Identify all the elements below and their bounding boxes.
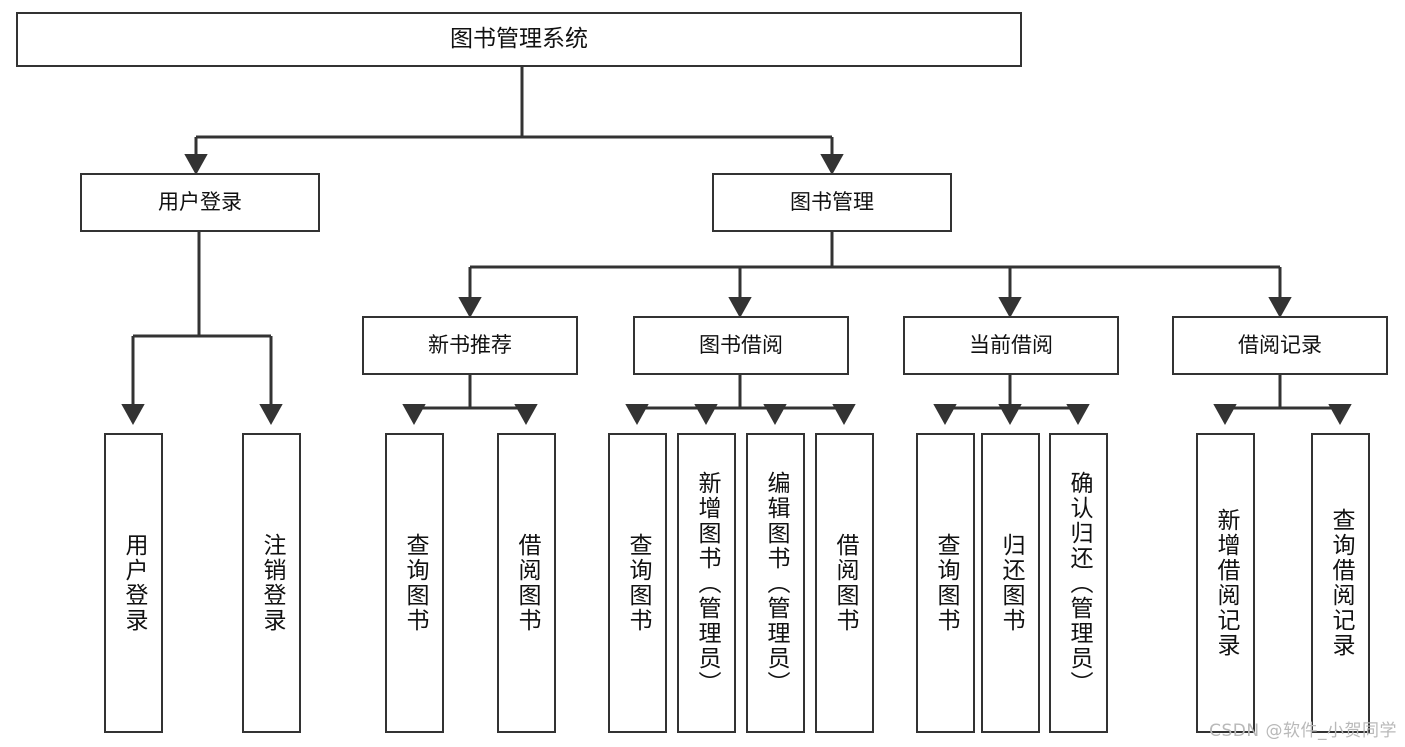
node-leaf-newbook-borrow-book[interactable]: 借阅图书	[497, 433, 556, 733]
node-leaf-newbook-query-book[interactable]: 查询图书	[385, 433, 444, 733]
node-label: 编辑图书（管理员）	[763, 470, 789, 696]
node-label: 借阅图书	[832, 533, 858, 633]
node-label: 新增图书（管理员）	[694, 470, 720, 696]
node-label: 归还图书	[998, 533, 1024, 633]
node-leaf-currentborrow-query-book[interactable]: 查询图书	[916, 433, 975, 733]
node-leaf-borrowrecord-add-record[interactable]: 新增借阅记录	[1196, 433, 1255, 733]
node-leaf-currentborrow-return-book[interactable]: 归还图书	[981, 433, 1040, 733]
node-label: 借阅记录	[1238, 333, 1322, 358]
node-borrow-record[interactable]: 借阅记录	[1172, 316, 1388, 375]
node-leaf-bookborrow-query-book[interactable]: 查询图书	[608, 433, 667, 733]
node-leaf-user-login-logout[interactable]: 注销登录	[242, 433, 301, 733]
node-label: 确认归还（管理员）	[1066, 470, 1092, 696]
node-label: 用户登录	[121, 533, 147, 633]
node-root-system[interactable]: 图书管理系统	[16, 12, 1022, 67]
node-new-book-recommend[interactable]: 新书推荐	[362, 316, 578, 375]
csdn-watermark: CSDN @软件_小贺同学	[1209, 721, 1397, 741]
node-leaf-bookborrow-edit-book-admin[interactable]: 编辑图书（管理员）	[746, 433, 805, 733]
node-label: 注销登录	[259, 533, 285, 633]
node-label: 查询借阅记录	[1328, 508, 1354, 658]
node-label: 图书管理	[790, 190, 874, 215]
node-current-borrow[interactable]: 当前借阅	[903, 316, 1119, 375]
node-label: 查询图书	[625, 533, 651, 633]
node-label: 图书管理系统	[450, 25, 588, 52]
node-label: 新书推荐	[428, 333, 512, 358]
node-leaf-borrowrecord-query-record[interactable]: 查询借阅记录	[1311, 433, 1370, 733]
node-leaf-currentborrow-confirm-return-admin[interactable]: 确认归还（管理员）	[1049, 433, 1108, 733]
node-leaf-user-login-login[interactable]: 用户登录	[104, 433, 163, 733]
node-leaf-bookborrow-add-book-admin[interactable]: 新增图书（管理员）	[677, 433, 736, 733]
node-label: 用户登录	[158, 190, 242, 215]
node-user-login[interactable]: 用户登录	[80, 173, 320, 232]
node-label: 图书借阅	[699, 333, 783, 358]
node-label: 借阅图书	[514, 533, 540, 633]
node-label: 查询图书	[402, 533, 428, 633]
node-label: 当前借阅	[969, 333, 1053, 358]
node-label: 新增借阅记录	[1213, 508, 1239, 658]
node-leaf-bookborrow-borrow-book[interactable]: 借阅图书	[815, 433, 874, 733]
node-label: 查询图书	[933, 533, 959, 633]
node-book-management[interactable]: 图书管理	[712, 173, 952, 232]
node-book-borrow[interactable]: 图书借阅	[633, 316, 849, 375]
